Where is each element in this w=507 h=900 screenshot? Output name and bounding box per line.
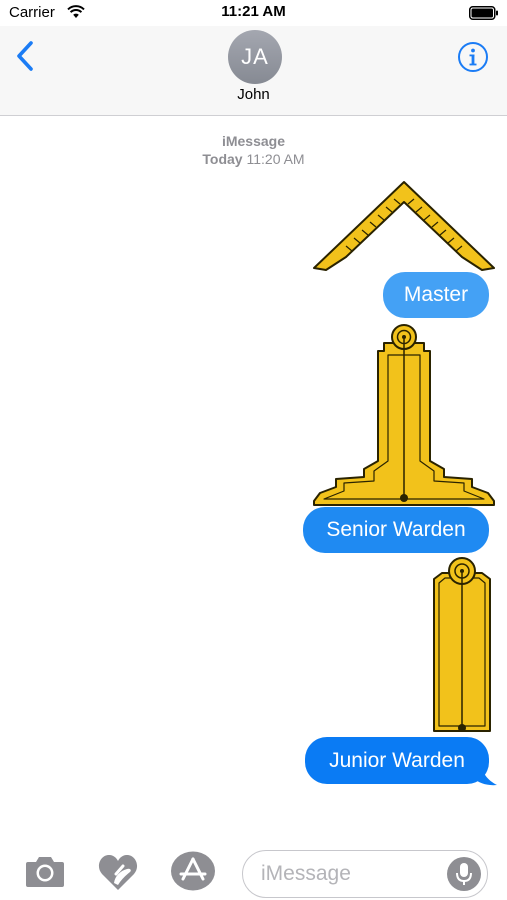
back-chevron-icon[interactable] <box>14 40 36 72</box>
digital-touch-icon[interactable] <box>97 852 139 892</box>
message-timestamp: Today 11:20 AM <box>0 151 507 167</box>
message-bubble[interactable]: Senior Warden <box>303 507 489 553</box>
input-bar <box>0 830 507 900</box>
masonic-square-sticker[interactable] <box>312 180 496 272</box>
message-input-field[interactable] <box>242 850 488 898</box>
service-label: iMessage <box>221 133 286 149</box>
bubble-tail <box>473 760 497 786</box>
microphone-icon <box>456 863 472 885</box>
microphone-button[interactable] <box>447 857 481 891</box>
timestamp-time: 11:20 AM <box>246 151 305 167</box>
contact-avatar[interactable]: JA <box>228 30 282 84</box>
app-store-icon[interactable] <box>170 851 216 891</box>
message-input[interactable] <box>261 862 441 886</box>
masonic-plumb-sticker[interactable] <box>428 555 496 737</box>
status-bar: Carrier 11:21 AM <box>0 0 507 26</box>
camera-icon[interactable] <box>25 854 65 888</box>
info-icon[interactable] <box>457 41 489 73</box>
timestamp-day: Today <box>202 151 243 167</box>
masonic-level-sticker[interactable] <box>312 321 496 507</box>
contact-name[interactable]: John <box>237 86 270 103</box>
message-bubble[interactable]: Junior Warden <box>305 737 489 784</box>
carrier-label: Carrier <box>9 4 55 21</box>
battery-icon <box>469 6 498 20</box>
message-bubble[interactable]: Master <box>383 272 489 318</box>
wifi-icon <box>67 5 85 18</box>
conversation-header: JA John <box>0 26 507 116</box>
status-time: 11:21 AM <box>221 3 286 20</box>
